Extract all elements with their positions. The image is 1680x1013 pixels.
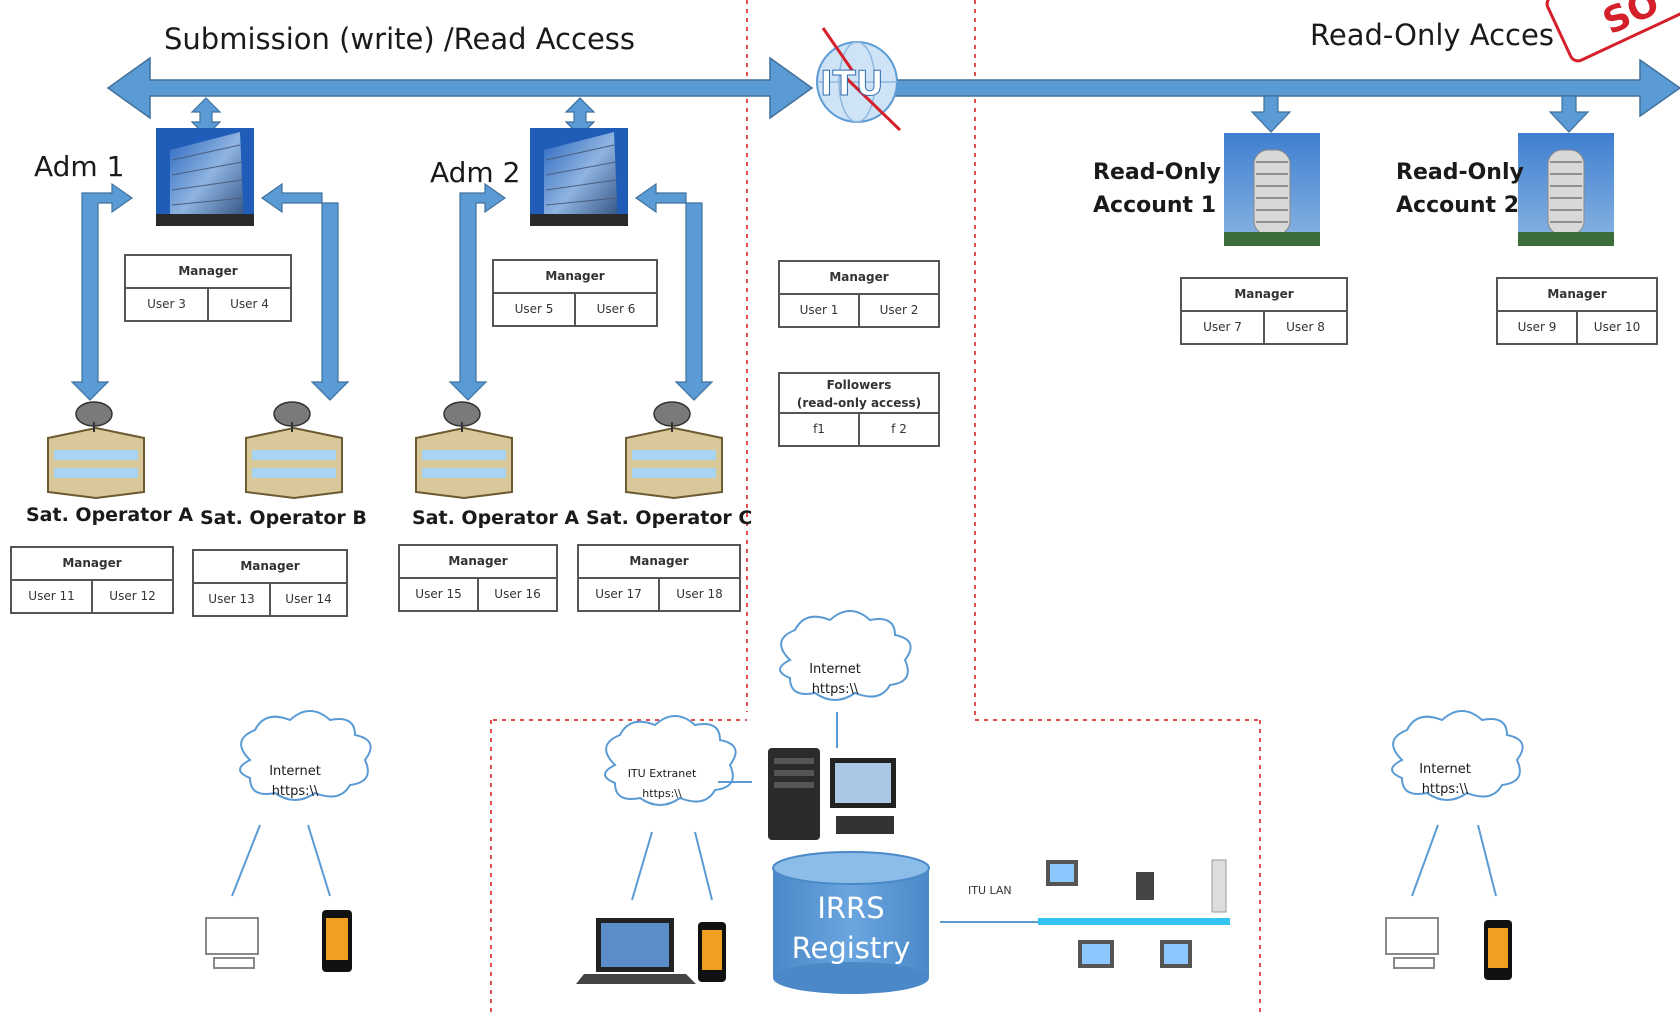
admin-user-box: Manager User 3 User 4 xyxy=(124,254,292,322)
manager-cell: Manager xyxy=(400,546,556,579)
smartphone-icon xyxy=(698,922,726,982)
operator-label: Sat. Operator C xyxy=(586,507,753,529)
cloud-label: Internet https:\\ xyxy=(809,662,861,697)
operator-user-box: Manager User 15 User 16 xyxy=(398,544,558,612)
user-cell: User 18 xyxy=(658,579,739,610)
itu-user-box: Manager User 1 User 2 xyxy=(778,260,940,328)
lan-label: ITU LAN xyxy=(968,884,1012,897)
manager-cell: Manager xyxy=(126,256,290,289)
cloud-icon xyxy=(239,710,372,801)
registry-label: IRRS Registry xyxy=(791,891,911,965)
tower-building-icon xyxy=(1518,133,1614,246)
smartphone-icon xyxy=(1484,920,1512,980)
user-cell: User 5 xyxy=(514,302,554,316)
admin-label: Adm 1 xyxy=(34,150,125,183)
read-only-account-label: Read-Only Account 1 xyxy=(1093,160,1221,218)
building-icon xyxy=(156,128,254,226)
user-cell: User 7 xyxy=(1203,320,1242,334)
manager-cell: Manager xyxy=(1498,279,1656,312)
user-cell: User 3 xyxy=(147,297,186,311)
user-cell: User 14 xyxy=(269,584,346,615)
main-access-arrows xyxy=(106,56,1680,120)
manager-cell: Manager xyxy=(494,261,656,294)
building-icon xyxy=(530,128,628,226)
follower-cell: f 2 xyxy=(858,414,938,445)
registry-database-icon xyxy=(772,851,930,994)
satellite-dish-icon xyxy=(47,401,145,500)
itu-logo-text: ITU xyxy=(819,64,884,105)
user-cell: User 8 xyxy=(1263,312,1346,343)
submission-access-label: Submission (write) /Read Access xyxy=(164,22,636,56)
user-cell: User 9 xyxy=(1517,320,1557,334)
satellite-dish-icon xyxy=(415,401,513,500)
satellite-dish-icon xyxy=(245,401,343,500)
operator-label: Sat. Operator A xyxy=(412,507,580,529)
corner-stamp xyxy=(1545,0,1680,63)
user-cell: User 13 xyxy=(208,592,255,606)
cloud-icon xyxy=(779,610,912,701)
server-icon xyxy=(768,748,820,840)
tower-building-icon xyxy=(1224,133,1320,246)
operator-user-box: Manager User 17 User 18 xyxy=(577,544,741,612)
user-cell: User 11 xyxy=(28,589,75,603)
followers-box: Followers (read-only access) f1 f 2 xyxy=(778,372,940,447)
laptop-icon xyxy=(576,918,696,984)
user-cell: User 15 xyxy=(415,587,462,601)
followers-header: Followers (read-only access) xyxy=(780,374,938,414)
user-cell: User 6 xyxy=(574,294,656,325)
user-cell: User 16 xyxy=(477,579,556,610)
region-dividers xyxy=(490,0,1261,1013)
smartphone-icon xyxy=(322,910,352,972)
follower-cell: f1 xyxy=(813,422,825,436)
read-only-user-box: Manager User 7 User 8 xyxy=(1180,277,1348,345)
network-links xyxy=(231,712,1497,923)
cloud-icon xyxy=(1391,710,1524,801)
desktop-monitor-icon xyxy=(830,758,896,834)
itu-logo-icon xyxy=(816,27,902,132)
operator-label: Sat. Operator B xyxy=(200,507,367,529)
cloud-label: ITU Extranet https:\\ xyxy=(627,767,697,800)
satellite-dish-icon xyxy=(625,401,723,500)
lan-bus xyxy=(1038,918,1230,925)
manager-cell: Manager xyxy=(1182,279,1346,312)
desktop-computer-icon xyxy=(205,917,259,969)
admin-user-box: Manager User 5 User 6 xyxy=(492,259,658,327)
cloud-label: Internet https:\\ xyxy=(1419,762,1471,797)
lan-computer-icon xyxy=(1046,859,1227,968)
manager-cell: Manager xyxy=(12,548,172,581)
user-cell: User 4 xyxy=(207,289,290,320)
read-only-user-box: Manager User 9 User 10 xyxy=(1496,277,1658,345)
manager-cell: Manager xyxy=(194,551,346,584)
desktop-computer-icon xyxy=(1385,917,1439,969)
user-cell: User 1 xyxy=(799,303,839,317)
cloud-label: Internet https:\\ xyxy=(269,764,321,799)
user-cell: User 2 xyxy=(858,295,938,326)
operator-user-box: Manager User 13 User 14 xyxy=(192,549,348,617)
read-only-access-label: Read-Only Acces xyxy=(1310,18,1554,52)
operator-user-box: Manager User 11 User 12 xyxy=(10,546,174,614)
cloud-icon xyxy=(604,715,737,806)
manager-cell: Manager xyxy=(780,262,938,295)
user-cell: User 10 xyxy=(1576,312,1656,343)
operator-label: Sat. Operator A xyxy=(26,504,194,526)
read-only-account-label: Read-Only Account 2 xyxy=(1396,160,1524,218)
user-cell: User 12 xyxy=(91,581,172,612)
operator-link-arrows xyxy=(70,182,714,401)
manager-cell: Manager xyxy=(579,546,739,579)
admin-label: Adm 2 xyxy=(430,156,521,189)
user-cell: User 17 xyxy=(595,587,642,601)
